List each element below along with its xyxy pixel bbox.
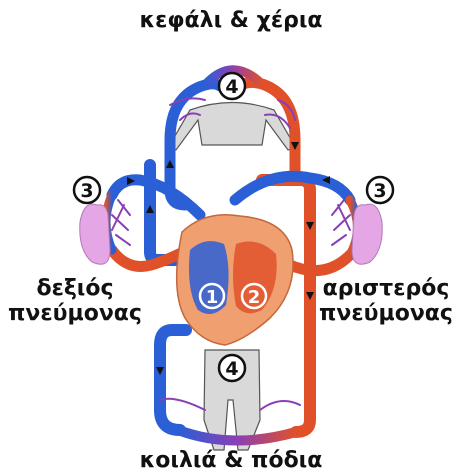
svg-text:3: 3: [80, 180, 93, 202]
heart: [177, 215, 293, 345]
right-lung-shape: [80, 204, 110, 264]
marker-right-lung: 3: [74, 177, 100, 203]
svg-text:4: 4: [225, 358, 238, 380]
marker-abdomen-legs: 4: [219, 355, 245, 381]
left-lung-shape: [352, 204, 382, 264]
svg-text:4: 4: [225, 76, 238, 98]
svg-text:3: 3: [373, 180, 386, 202]
svg-text:1: 1: [206, 287, 219, 308]
svg-text:2: 2: [248, 287, 261, 308]
marker-head-arms: 4: [219, 73, 245, 99]
marker-left-lung: 3: [367, 177, 393, 203]
